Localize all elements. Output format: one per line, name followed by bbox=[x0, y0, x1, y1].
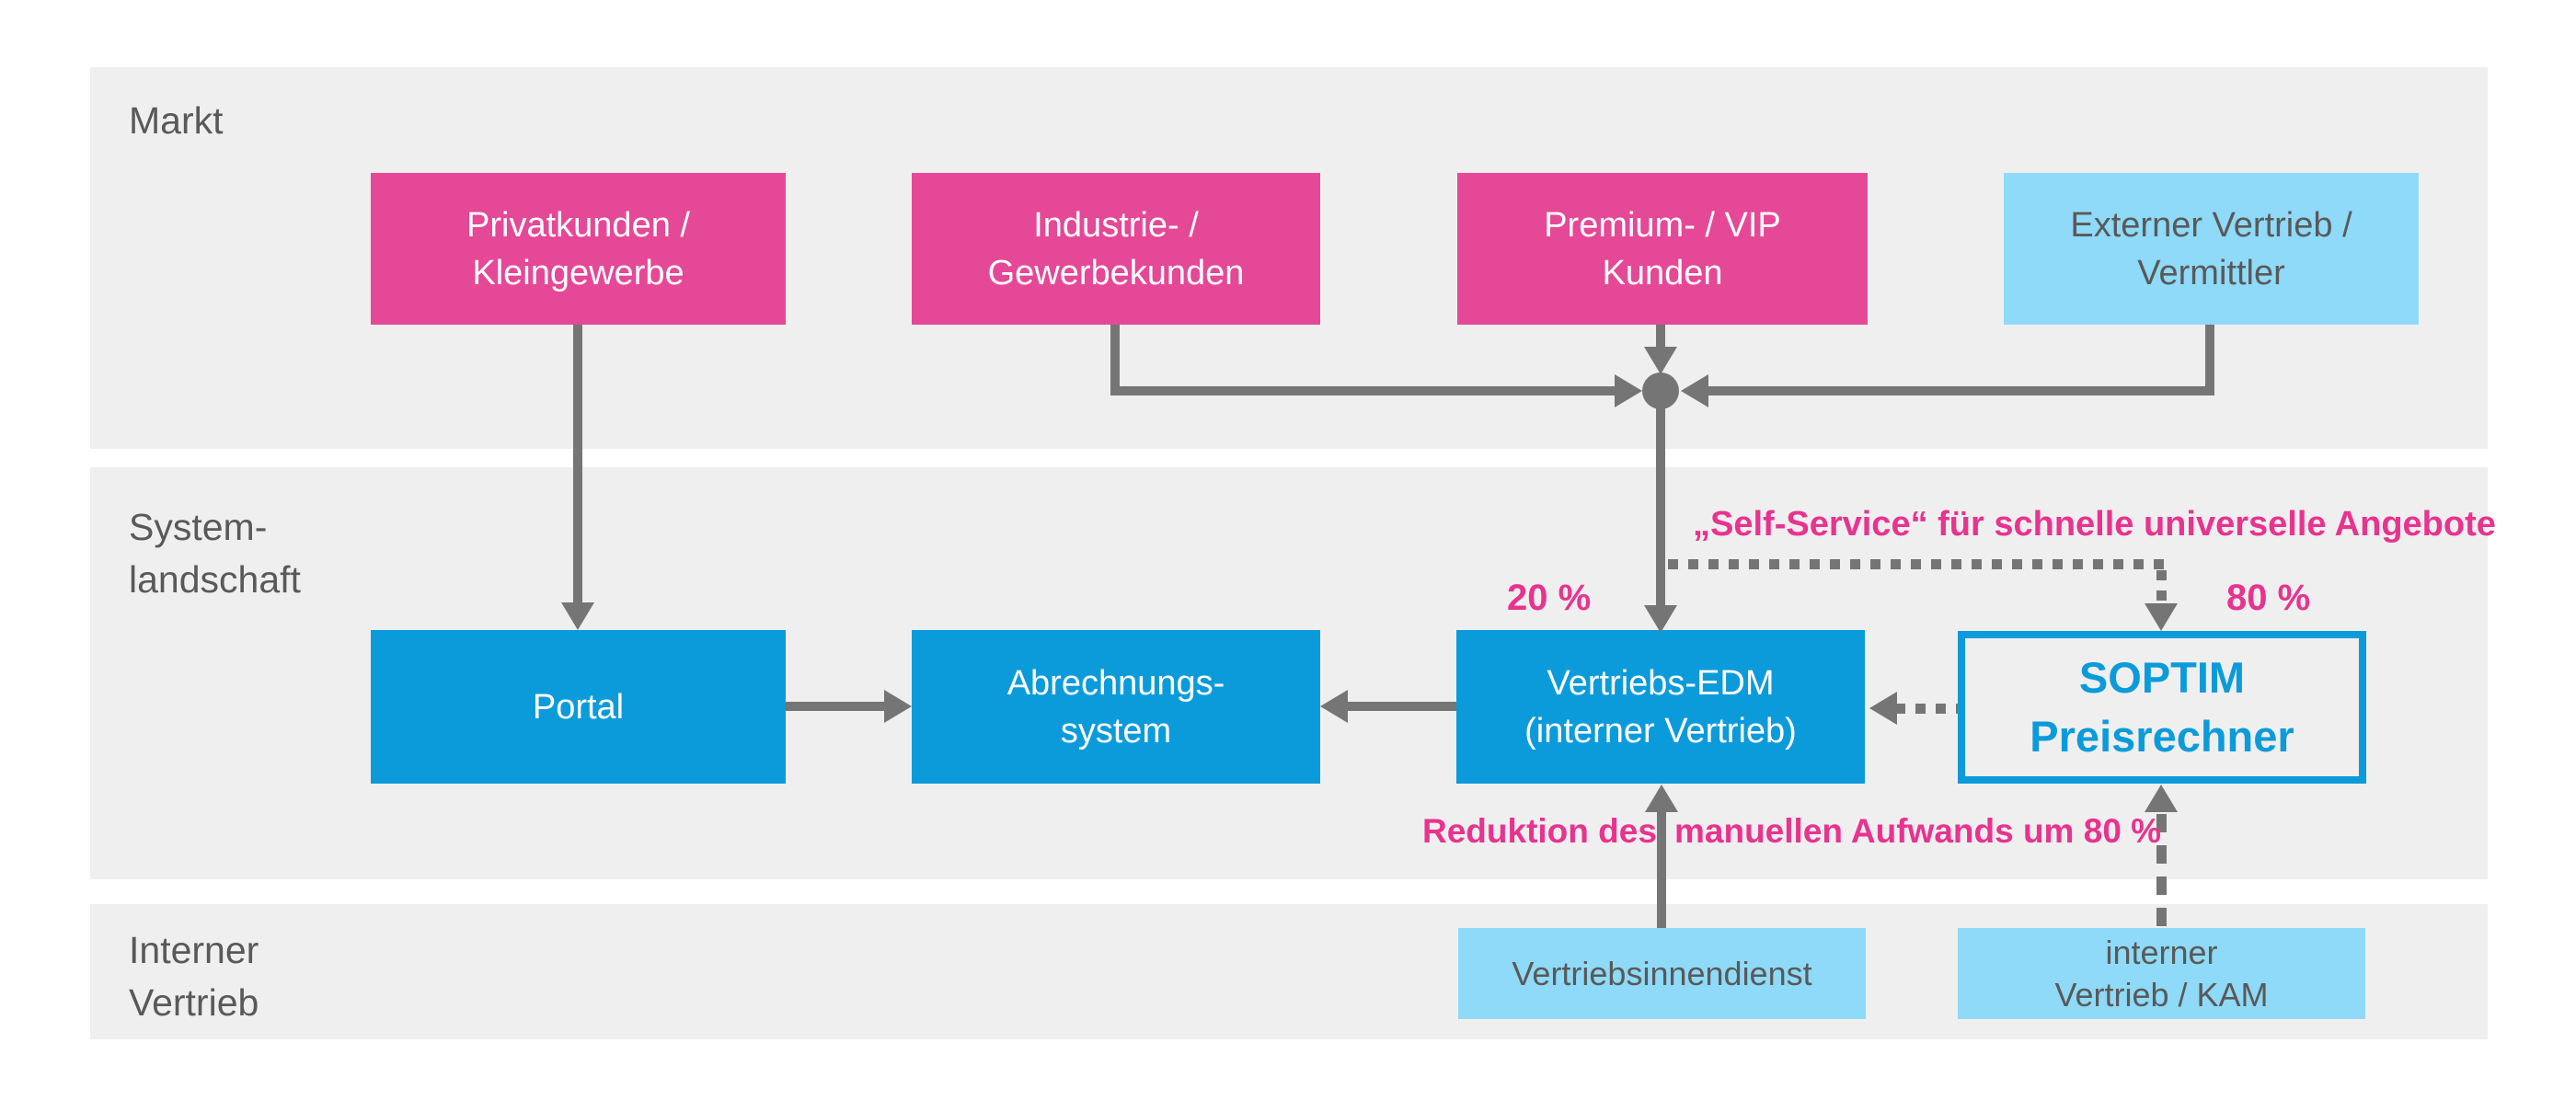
arrow-industrie-junction-line-h bbox=[1110, 386, 1616, 395]
node-industrie-gewerbekunden: Industrie- / Gewerbekunden bbox=[912, 173, 1320, 325]
node-label-line: Kleingewerbe bbox=[472, 253, 684, 292]
dotted-selfservice-line-h bbox=[1668, 559, 2165, 569]
arrow-innendienst-edm-head bbox=[1645, 785, 1678, 812]
node-label-line: Vermittler bbox=[2137, 253, 2285, 292]
node-label-line: Externer Vertrieb / bbox=[2070, 205, 2352, 245]
arrow-innendienst-edm-line bbox=[1657, 810, 1666, 928]
node-externer-vertrieb-vermittler: Externer Vertrieb / Vermittler bbox=[2004, 173, 2419, 325]
annotation-reduktion-part1: Reduktion des bbox=[1422, 812, 1657, 850]
annotation-reduktion-part2: manuellen Aufwands um 80 % bbox=[1674, 812, 2162, 850]
node-label-line: SOPTIM bbox=[2078, 653, 2246, 702]
junction-dot bbox=[1642, 372, 1679, 409]
arrow-premium-junction-head bbox=[1644, 347, 1677, 374]
arrow-portal-abrechnung-head bbox=[884, 690, 912, 723]
arrow-junction-edm-line bbox=[1656, 407, 1665, 608]
node-label-line: Gewerbekunden bbox=[987, 253, 1245, 292]
arrow-privatkunden-portal-line bbox=[573, 325, 582, 605]
dashed-kam-soptim-line bbox=[2156, 814, 2167, 928]
node-vertriebsinnendienst: Vertriebsinnendienst bbox=[1458, 928, 1866, 1019]
node-interner-vertrieb-kam: interner Vertrieb / KAM bbox=[1958, 928, 2365, 1019]
node-label-line: Privatkunden / bbox=[466, 205, 690, 245]
dotted-soptim-edm-head bbox=[1869, 692, 1897, 725]
band-interner-vertrieb-label: Interner Vertrieb bbox=[129, 929, 259, 1024]
arrow-edm-abrechnung-line bbox=[1346, 702, 1456, 711]
node-label-line: Vertriebs-EDM bbox=[1547, 663, 1775, 703]
node-portal: Portal bbox=[371, 630, 786, 784]
node-label-line: Vertriebsinnendienst bbox=[1512, 954, 1812, 992]
arrow-industrie-junction-line-v bbox=[1110, 325, 1120, 395]
arrow-externer-junction-line-v bbox=[2205, 325, 2214, 395]
node-abrechnungssystem: Abrechnungs- system bbox=[912, 630, 1320, 784]
node-label-line: interner bbox=[2105, 933, 2218, 971]
arrow-junction-edm-head bbox=[1644, 605, 1677, 633]
band-markt-label: Markt bbox=[129, 99, 224, 142]
annotation-80-percent: 80 % bbox=[2226, 578, 2311, 618]
arrow-portal-abrechnung-line bbox=[786, 702, 887, 711]
node-label-line: Preisrechner bbox=[2030, 712, 2294, 761]
node-label-line: Premium- / VIP bbox=[1544, 205, 1781, 245]
node-privatkunden-kleingewerbe: Privatkunden / Kleingewerbe bbox=[371, 173, 786, 325]
node-label-line: system bbox=[1060, 711, 1172, 751]
dotted-selfservice-head bbox=[2145, 603, 2178, 631]
dashed-kam-soptim-head bbox=[2145, 785, 2178, 812]
arrow-edm-abrechnung-head bbox=[1320, 690, 1348, 723]
node-vertriebs-edm: Vertriebs-EDM (interner Vertrieb) bbox=[1456, 630, 1865, 784]
dotted-soptim-edm-line bbox=[1895, 704, 1958, 714]
arrow-privatkunden-portal-head bbox=[561, 602, 594, 630]
arrow-premium-junction-line bbox=[1656, 325, 1665, 350]
arrow-externer-junction-head bbox=[1681, 374, 1708, 407]
arrow-industrie-junction-head bbox=[1615, 374, 1642, 407]
band-systemlandschaft-label: System- landschaft bbox=[129, 506, 301, 601]
node-label-line: (interner Vertrieb) bbox=[1524, 711, 1797, 751]
node-label-line: Kunden bbox=[1602, 253, 1723, 292]
dotted-selfservice-line-v bbox=[2156, 570, 2167, 605]
node-label-line: Vertrieb / KAM bbox=[2054, 975, 2269, 1014]
node-label-line: Abrechnungs- bbox=[1006, 663, 1225, 703]
arrow-externer-junction-line-h bbox=[1707, 386, 2214, 395]
node-label-line: Industrie- / bbox=[1033, 205, 1199, 245]
annotation-20-percent: 20 % bbox=[1507, 578, 1592, 618]
node-premium-vip-kunden: Premium- / VIP Kunden bbox=[1457, 173, 1868, 325]
node-label-line: Portal bbox=[532, 687, 625, 727]
annotation-self-service: „Self-Service“ für schnelle universelle … bbox=[1693, 505, 2496, 544]
node-soptim-preisrechner: SOPTIM Preisrechner bbox=[1958, 631, 2366, 784]
